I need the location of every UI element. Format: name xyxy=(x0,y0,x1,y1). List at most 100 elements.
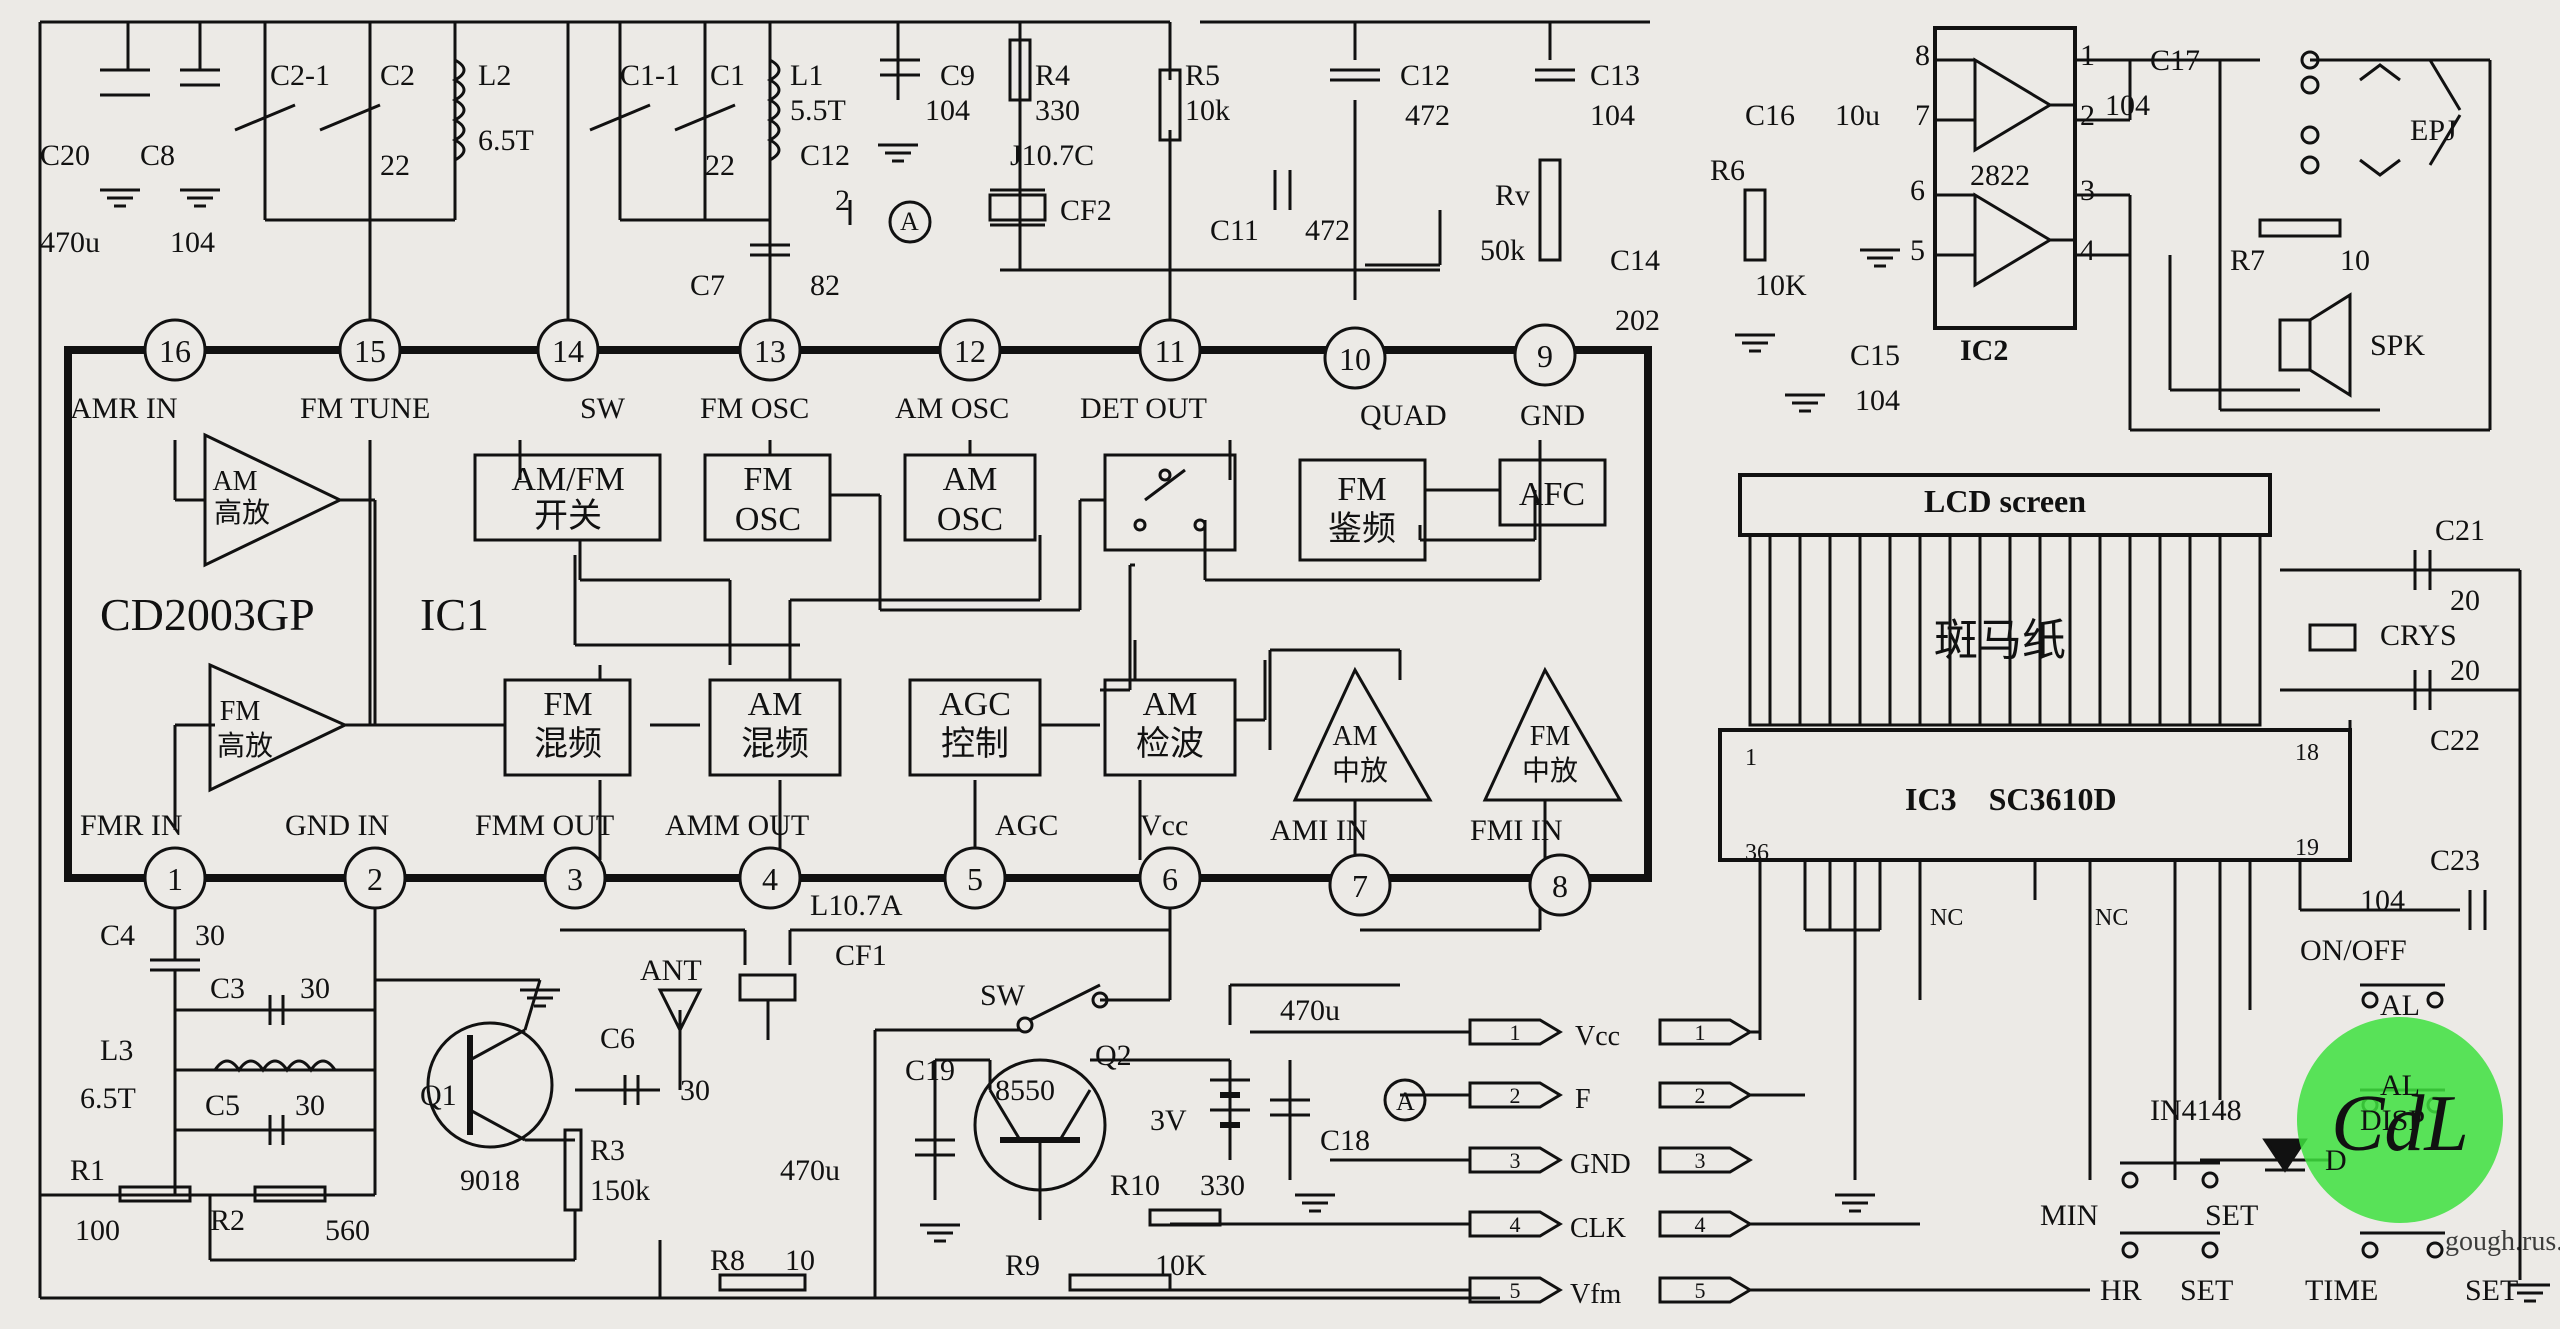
pin-label: Vcc xyxy=(1140,809,1188,842)
pin-label: AMR IN xyxy=(70,392,178,425)
block-label: FM xyxy=(220,696,261,727)
component-label: IN4148 xyxy=(2150,1094,2242,1127)
component-label: AL xyxy=(2380,989,2420,1022)
block-label: AM xyxy=(1332,721,1377,752)
connector-label: F xyxy=(1575,1084,1591,1115)
component-label: L10.7A xyxy=(810,889,903,922)
ic1-name: CD2003GP xyxy=(100,589,315,640)
component-label: ON/OFF xyxy=(2300,934,2407,967)
component-label: 10 xyxy=(2340,244,2370,277)
ic1-pin-2 xyxy=(343,846,407,910)
ic3-pin: NC xyxy=(2095,905,2128,931)
component-label: C14 xyxy=(1610,244,1660,277)
component-label: CF1 xyxy=(835,939,887,972)
component-label: 30 xyxy=(680,1074,710,1107)
component-label: 470u xyxy=(780,1154,840,1187)
block-label: 控制 xyxy=(941,725,1009,763)
ic3-pin: NC xyxy=(1930,905,1963,931)
pin-number: 13 xyxy=(754,333,786,369)
ic1-pin-16 xyxy=(143,318,207,382)
ic1-pin-12 xyxy=(938,318,1002,382)
component-label: R3 xyxy=(590,1134,625,1167)
ic2-pin: 2 xyxy=(2080,99,2095,132)
brand-logo xyxy=(2297,1017,2503,1223)
component-label: C2 xyxy=(380,59,415,92)
pin-number: 11 xyxy=(1155,333,1186,369)
pin-number: 3 xyxy=(567,861,583,897)
component-label: D xyxy=(2325,1144,2347,1177)
component-label: 2 xyxy=(835,184,850,217)
ic2-pin: 8 xyxy=(1915,39,1930,72)
ic3-title: IC3 SC3610D xyxy=(1905,781,2117,817)
component-label: Rv xyxy=(1495,179,1530,212)
ic2-pin: 6 xyxy=(1910,174,1925,207)
component-label: CF2 xyxy=(1060,194,1112,227)
pin-label: AM OSC xyxy=(895,392,1009,425)
component-label: 10 xyxy=(785,1244,815,1277)
connector-number: 1 xyxy=(1510,1020,1521,1045)
component-label: 470u xyxy=(1280,994,1340,1027)
component-label: C15 xyxy=(1850,339,1900,372)
pin-label: SW xyxy=(580,392,626,425)
component-label: DISP xyxy=(2360,1104,2425,1137)
ic1-outline xyxy=(64,346,1652,882)
component-label: SET xyxy=(2205,1199,2258,1232)
component-label: 100 xyxy=(75,1214,120,1247)
block-label: OSC xyxy=(735,501,801,538)
component-label: R2 xyxy=(210,1204,245,1237)
pin-number: 10 xyxy=(1339,341,1371,377)
connector-number: 4 xyxy=(1695,1212,1706,1237)
component-label: R1 xyxy=(70,1154,105,1187)
component-label: 22 xyxy=(705,149,735,182)
component-label: R8 xyxy=(710,1244,745,1277)
block-label: 检波 xyxy=(1136,725,1204,763)
component-label: 20 xyxy=(2450,584,2480,617)
component-label: 82 xyxy=(810,269,840,302)
ic3-pin: 18 xyxy=(2295,740,2319,766)
ic3-pin: 1 xyxy=(1745,745,1757,771)
block-label: 鉴频 xyxy=(1328,510,1396,548)
block-label: AM xyxy=(212,466,257,497)
ic1-pin-14 xyxy=(536,318,600,382)
block-label: FM xyxy=(1530,721,1571,752)
pin-label: AMM OUT xyxy=(665,809,809,842)
component-label: C3 xyxy=(210,972,245,1005)
component-label: ANT xyxy=(640,954,702,987)
zebra-label: 斑马纸 xyxy=(1934,616,2066,665)
block-label: AFC xyxy=(1519,476,1585,513)
component-label: 5.5T xyxy=(790,94,846,127)
component-label: 50k xyxy=(1480,234,1525,267)
pin-number: 6 xyxy=(1162,861,1178,897)
ic1-pin-3 xyxy=(543,846,607,910)
ic2-name: 2822 xyxy=(1970,159,2030,192)
component-label: C21 xyxy=(2435,514,2485,547)
component-label: C6 xyxy=(600,1022,635,1055)
component-label: C12 xyxy=(800,139,850,172)
connector-number: 3 xyxy=(1695,1148,1706,1173)
connector-label: GND xyxy=(1570,1149,1631,1180)
component-label: C17 xyxy=(2150,44,2200,77)
component-label: C18 xyxy=(1320,1124,1370,1157)
pin-number: 16 xyxy=(159,333,191,369)
block-label: 混频 xyxy=(534,725,602,763)
pin-label: GND IN xyxy=(285,809,389,842)
block-label: OSC xyxy=(937,501,1003,538)
component-label: C13 xyxy=(1590,59,1640,92)
pin-number: 7 xyxy=(1352,868,1368,904)
component-label: L3 xyxy=(100,1034,133,1067)
component-label: C1-1 xyxy=(620,59,680,92)
component-label: 6.5T xyxy=(478,124,534,157)
zebra-strip-outline xyxy=(1748,533,2262,727)
watermark-url: gough.rus.com xyxy=(2445,1226,2560,1257)
connector-number: 1 xyxy=(1695,1020,1706,1045)
connector-label: Vfm xyxy=(1570,1279,1622,1310)
component-label: 30 xyxy=(300,972,330,1005)
component-label: A xyxy=(1396,1087,1415,1116)
component-label: C20 xyxy=(40,139,90,172)
component-label: 472 xyxy=(1305,214,1350,247)
component-label: 104 xyxy=(2360,884,2405,917)
component-label: 104 xyxy=(1590,99,1635,132)
pin-number: 15 xyxy=(354,333,386,369)
ic1-pin-6 xyxy=(1138,846,1202,910)
block-label: 高放 xyxy=(217,730,273,762)
